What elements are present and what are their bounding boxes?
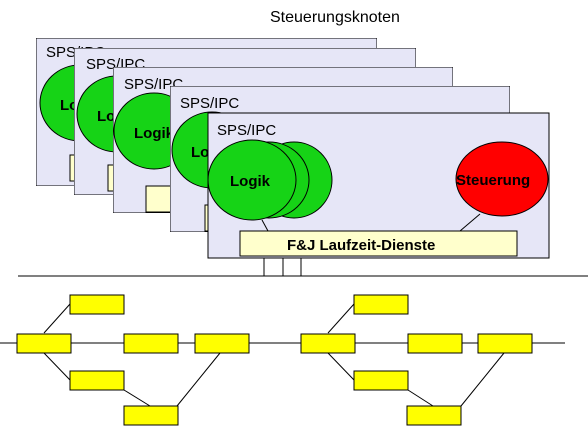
logic-to-service-line [261, 219, 269, 232]
network-node-left-5 [69, 370, 125, 391]
network-node-left-4 [194, 333, 250, 354]
network-node-left-6 [123, 405, 179, 426]
front-service-label: F&J Laufzeit-Dienste [287, 237, 435, 254]
front-card-title: SPS/IPC [217, 122, 276, 139]
card-3-title: SPS/IPC [124, 76, 183, 93]
network-group-left [0, 294, 300, 426]
card-3-logic-label: Logik [134, 125, 175, 142]
front-service-bar [239, 230, 518, 257]
network-group-right [280, 294, 565, 426]
network-node-right-2 [353, 294, 409, 315]
network-node-right-6 [406, 405, 462, 426]
diagram-title: Steuerungsknoten [270, 9, 400, 26]
control-circle [455, 141, 549, 217]
network-node-right-3 [407, 333, 463, 354]
card-4-title: SPS/IPC [180, 95, 239, 112]
network-node-left-3 [123, 333, 179, 354]
network-node-right-4 [477, 333, 533, 354]
control-to-service-line [459, 213, 481, 232]
network-node-left-1 [16, 333, 72, 354]
network-node-right-5 [353, 370, 409, 391]
front-logic-circle [207, 139, 297, 221]
control-node-card-front: SPS/IPC Logik Steuerung F&J Laufzeit-Die… [207, 112, 550, 259]
network-node-right-1 [300, 333, 356, 354]
front-logic-label: Logik [230, 173, 271, 190]
control-label: Steuerung [456, 172, 530, 189]
network-node-left-2 [69, 294, 125, 315]
